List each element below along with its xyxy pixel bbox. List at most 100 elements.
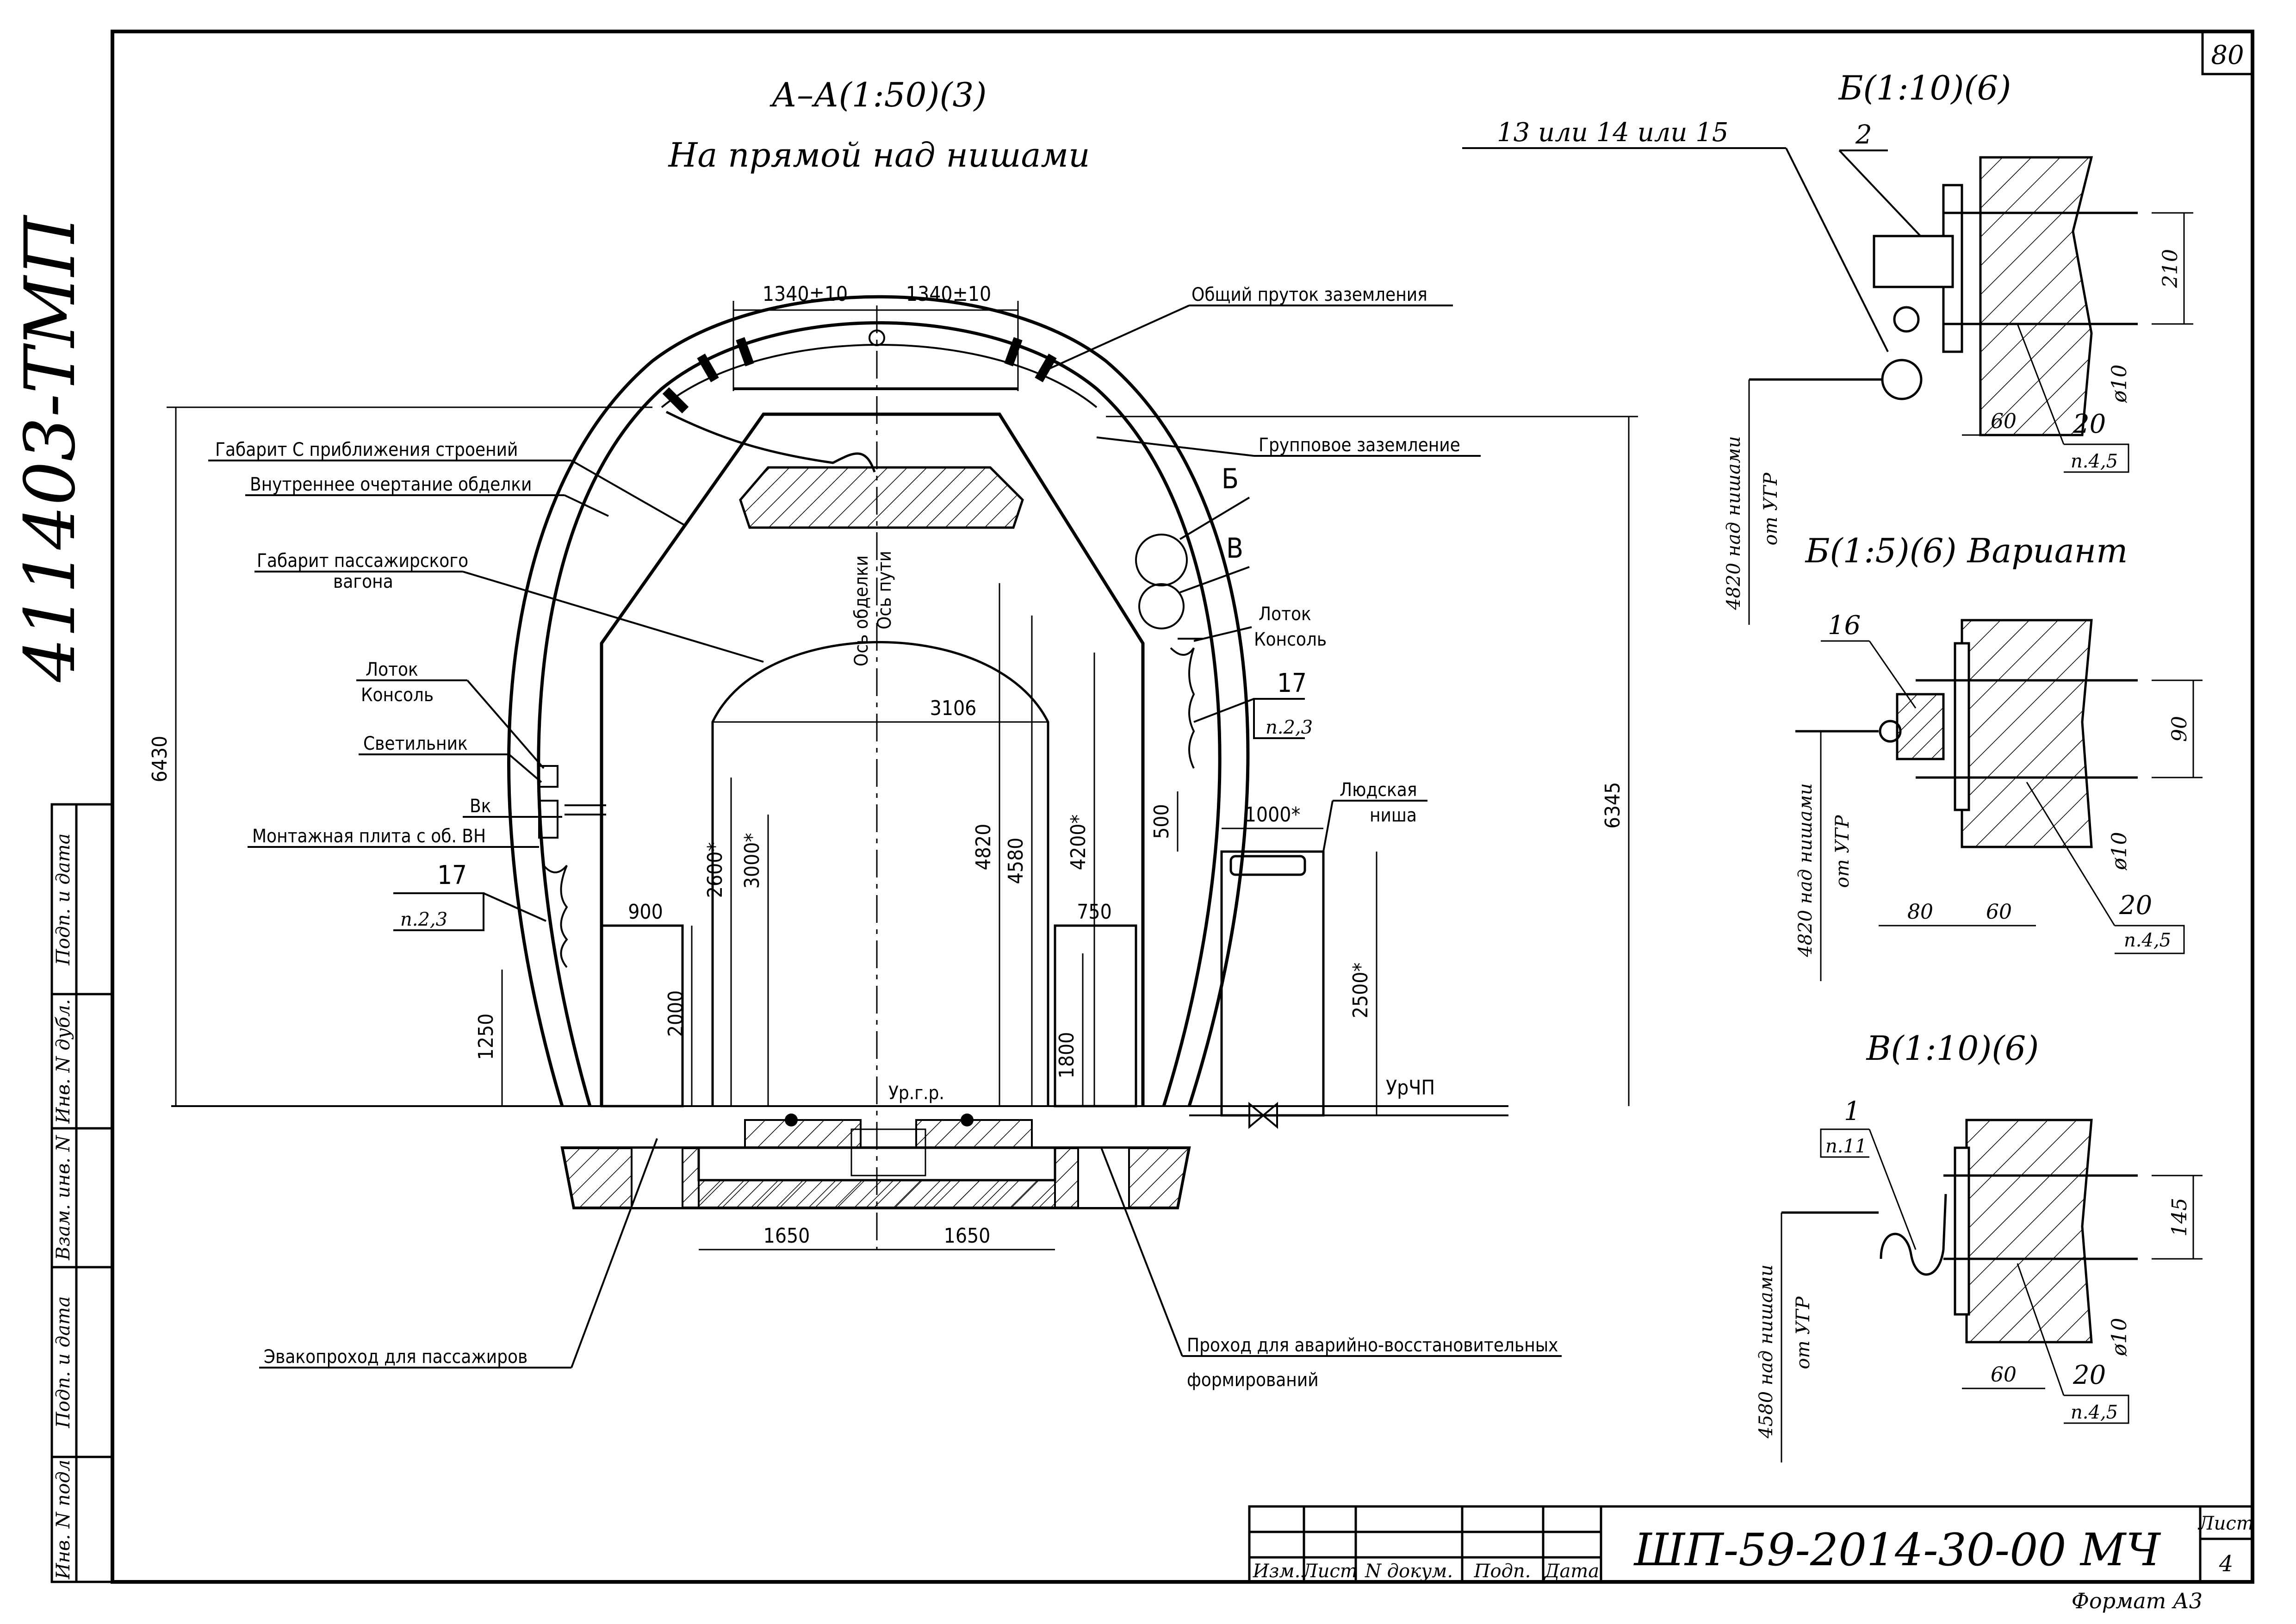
dim-4580: 4580	[1004, 838, 1028, 884]
tb-n-dokum: N докум.	[1365, 1561, 1453, 1582]
dim-4200: 4200*	[1067, 815, 1090, 871]
dim-2000: 2000	[664, 990, 688, 1037]
main-view-subtitle: На прямой над нишами	[668, 136, 1090, 174]
detail-v-item1-note: п.11	[1825, 1136, 1867, 1157]
side-stamp	[50, 803, 114, 1583]
dim-top-right: 1340±10	[906, 282, 991, 306]
dim-900: 900	[628, 900, 663, 924]
dim-2500: 2500*	[1349, 963, 1372, 1019]
tb-doc-code: ШП-59-2014-30-00 МЧ	[1633, 1524, 2162, 1576]
tb-list: Лист	[1301, 1561, 1357, 1582]
dim-1250: 1250	[474, 1014, 498, 1060]
detail-b2-d90: 90	[2168, 716, 2191, 742]
detail-b1-height-1: 4820 над нишами	[1723, 436, 1744, 610]
detail-b2-d80: 80	[1907, 900, 1933, 924]
label-urgr: Ур.г.р.	[888, 1083, 944, 1104]
label-clearance-c: Габарит С приближения строений	[215, 439, 518, 460]
detail-b2-d60: 60	[1986, 900, 2012, 924]
dim-750: 750	[1077, 900, 1112, 924]
label-item17-left-note: п.2,3	[400, 909, 447, 930]
detail-v-title: В(1:10)(6)	[1866, 1029, 2039, 1068]
stamp-inv-podl: Инв. N подл	[53, 1460, 74, 1580]
label-evac: Эвакопроход для пассажиров	[264, 1346, 527, 1368]
stamp-vzam-inv: Взам. инв. N	[53, 1134, 74, 1260]
dim-1000: 1000*	[1245, 803, 1301, 827]
detail-b2-height-2: от УГР	[1832, 815, 1853, 888]
label-urchp: УрЧП	[1386, 1076, 1435, 1100]
detail-v-item1: 1	[1844, 1096, 1861, 1126]
label-ground-rod: Общий пруток заземления	[1191, 284, 1427, 305]
detail-b1-d60: 60	[1991, 410, 2017, 433]
callout-b: Б	[1222, 463, 1239, 495]
valve-icon	[1191, 1101, 1323, 1129]
detail-b2-item16: 16	[1828, 610, 1861, 641]
axis-track-label: Ось пути	[874, 551, 895, 629]
detail-v-height-1: 4580 над нишами	[1756, 1264, 1777, 1439]
label-rescue-2: формирований	[1187, 1369, 1319, 1391]
label-car-clearance-2: вагона	[333, 571, 393, 592]
tb-izm: Изм.	[1253, 1561, 1301, 1582]
tb-sheet-number: 4	[2219, 1551, 2234, 1577]
detail-b1-item20-note: п.4,5	[2071, 451, 2118, 472]
detail-v-height-2: от УГР	[1793, 1296, 1814, 1369]
stamp-podp-data-2: Подп. и дата	[53, 834, 74, 966]
detail-b1-drawing	[1749, 156, 2138, 436]
detail-v-dia: ø10	[2108, 1318, 2131, 1356]
dim-6345: 6345	[1601, 782, 1625, 829]
label-rescue-1: Проход для аварийно-восстановительных	[1187, 1335, 1558, 1356]
dim-6430: 6430	[148, 736, 172, 783]
label-item17-right-note: п.2,3	[1266, 717, 1313, 738]
label-console-left: Консоль	[361, 684, 434, 706]
label-tray-right: Лоток	[1259, 604, 1311, 625]
detail-v-item20: 20	[2073, 1360, 2106, 1390]
label-inner-outline: Внутреннее очертание обделки	[250, 474, 532, 495]
dim-500: 500	[1150, 804, 1173, 839]
callout-v-circle	[1138, 583, 1185, 629]
dim-1800: 1800	[1055, 1032, 1079, 1079]
dim-2600: 2600*	[703, 842, 727, 898]
detail-v-drawing	[1781, 1119, 2138, 1344]
label-mount-plate: Монтажная плита с об. ВН	[252, 826, 486, 847]
dim-1650-left: 1650	[763, 1224, 810, 1248]
catenary-body	[739, 466, 1024, 529]
tb-podp: Подп.	[1474, 1561, 1531, 1582]
detail-b1-item20: 20	[2073, 409, 2106, 439]
sheet-frame: 80 411403-ТМП Формат А3	[10, 30, 2254, 1613]
label-item17-right: 17	[1277, 668, 1307, 698]
dim-3106: 3106	[930, 697, 977, 720]
detail-b1-title: Б(1:10)(6)	[1838, 68, 2011, 107]
label-niche-1: Людская	[1340, 779, 1417, 801]
detail-v-d60: 60	[1991, 1363, 2017, 1387]
dim-top-left: 1340±10	[763, 282, 848, 306]
insulator-icons	[662, 337, 1057, 414]
stamp-podp-data-1: Подп. и дата	[53, 1296, 74, 1429]
label-lamp: Светильник	[363, 733, 468, 754]
label-item17-left: 17	[437, 860, 467, 890]
dimension-lines	[167, 301, 1638, 1251]
detail-b1-d210: 210	[2159, 249, 2182, 288]
detail-b1-dia: ø10	[2108, 365, 2131, 403]
detail-b2-title: Б(1:5)(6) Вариант	[1805, 531, 2128, 570]
label-tray-left: Лоток	[366, 659, 418, 680]
cable-racks	[538, 638, 1203, 968]
detail-b1-items: 13 или 14 или 15	[1497, 118, 1729, 148]
detail-v-item20-note: п.4,5	[2071, 1402, 2118, 1423]
axis-lining-label: Ось обделки	[851, 555, 872, 666]
rail-right-icon	[961, 1114, 974, 1126]
car-clearance-outline	[711, 641, 1049, 1106]
dim-3000: 3000*	[740, 833, 764, 889]
detail-b2-drawing	[1795, 619, 2138, 848]
detail-b2-height-1: 4820 над нишами	[1795, 783, 1816, 958]
label-niche-2: ниша	[1370, 805, 1417, 826]
title-block	[1248, 1505, 2254, 1583]
callout-v: В	[1226, 532, 1243, 565]
label-console-right: Консоль	[1254, 629, 1327, 650]
tunnel-lining	[507, 295, 1250, 1107]
clearance-c-outline	[600, 412, 1145, 1106]
detail-v-d145: 145	[2168, 1198, 2191, 1237]
ground-rod-arc	[661, 344, 1098, 408]
detail-b1-item2: 2	[1855, 120, 1872, 150]
label-car-clearance-1: Габарит пассажирского	[257, 550, 468, 572]
tb-data: Дата	[1544, 1561, 1599, 1582]
